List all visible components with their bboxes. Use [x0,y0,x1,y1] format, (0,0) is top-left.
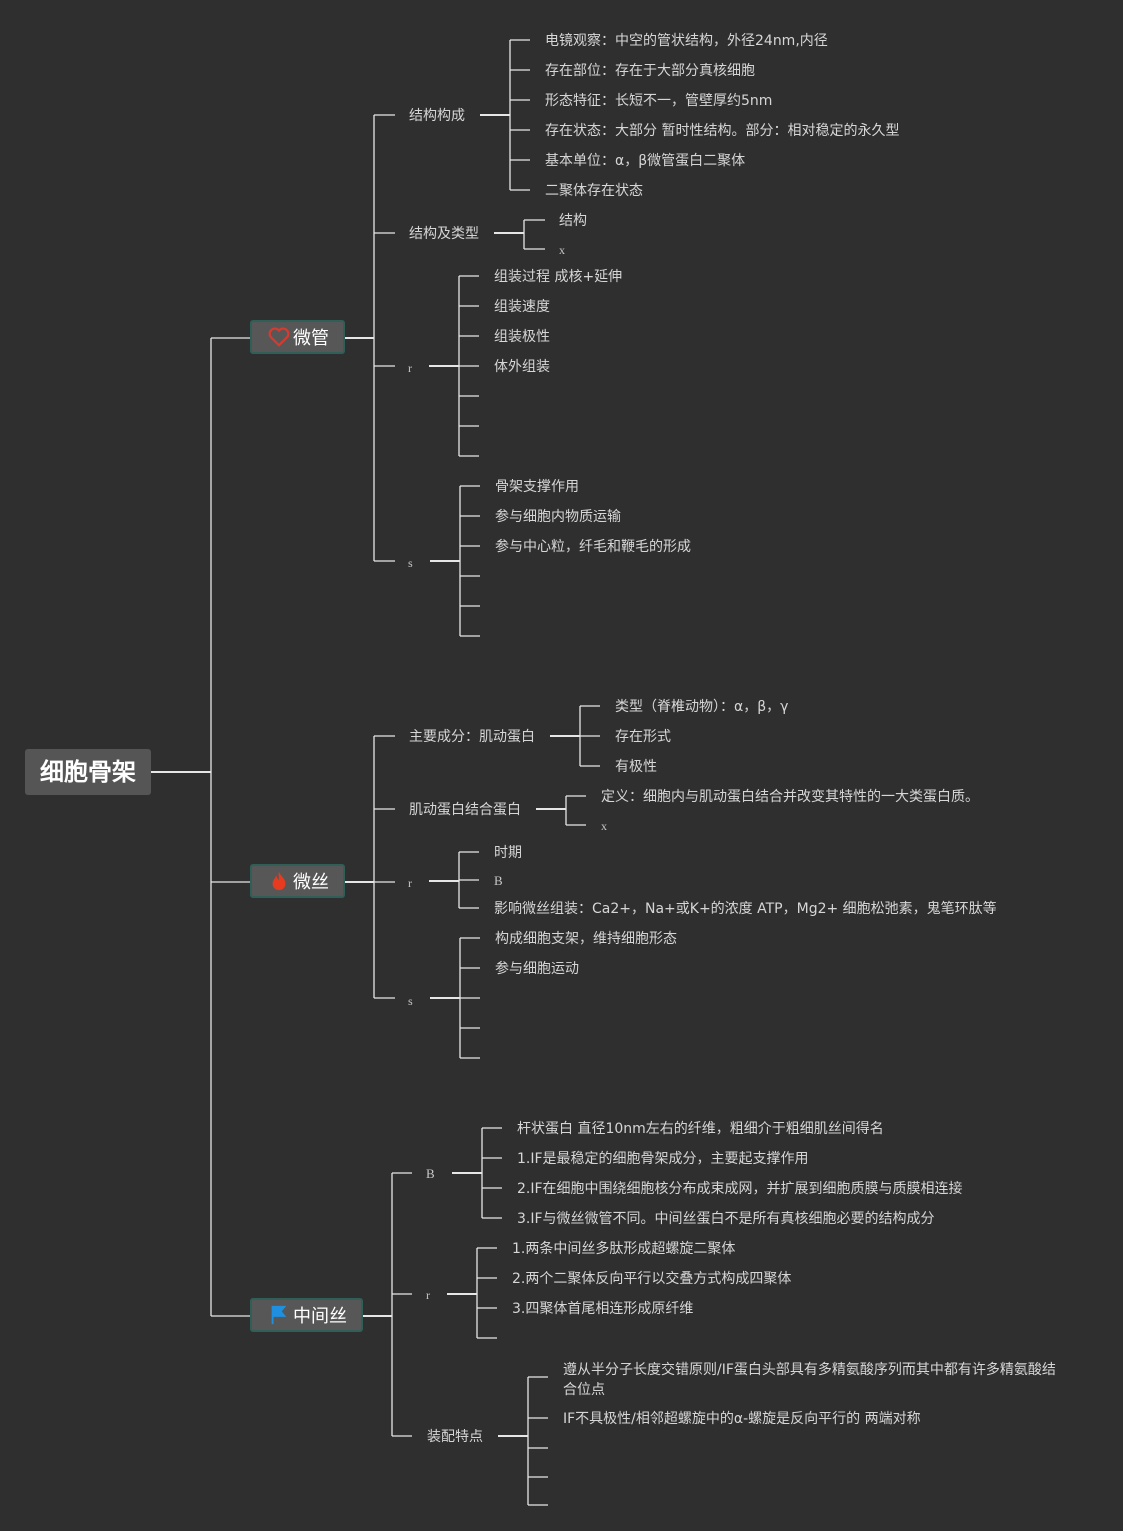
leaf[interactable]: 二聚体存在状态 [545,183,643,199]
branch-r[interactable]: r [426,1288,430,1302]
branch-binding-protein[interactable]: 肌动蛋白结合蛋白 [409,802,521,818]
leaf[interactable]: 遵从半分子长度交错原则/IF蛋白头部具有多精氨酸序列而其中都有许多精氨酸结合位点 [563,1362,1056,1398]
leaf[interactable]: 结构 [559,213,587,229]
leaf[interactable]: B [494,873,503,888]
heart-icon [268,327,290,347]
leaf[interactable]: 体外组装 [494,359,550,375]
leaf[interactable]: IF不具极性/相邻超螺旋中的α-螺旋是反向平行的 两端对称 [563,1411,921,1427]
fire-icon [272,871,286,891]
leaf[interactable]: x [559,243,565,257]
leaf[interactable]: 基本单位：α，β微管蛋白二聚体 [545,153,746,169]
branch-r[interactable]: r [408,876,412,890]
leaf[interactable]: 参与细胞运动 [495,961,579,977]
leaf[interactable]: 时期 [494,845,522,861]
leaf[interactable]: 杆状蛋白 直径10nm左右的纤维，粗细介于粗细肌丝间得名 [517,1121,884,1137]
branch-b[interactable]: B [426,1166,435,1181]
leaf[interactable]: x [601,819,607,833]
branch-r[interactable]: r [408,361,412,375]
branch-types[interactable]: 结构及类型 [409,226,479,242]
node-microtubule-label: 微管 [293,328,329,349]
branch-structure[interactable]: 结构构成 [409,108,465,124]
node-intermediate-label: 中间丝 [293,1306,347,1327]
flag-icon [271,1305,287,1325]
leaf[interactable]: 参与细胞内物质运输 [495,509,621,525]
leaf[interactable]: 存在部位：存在于大部分真核细胞 [545,63,755,79]
branch-main-component[interactable]: 主要成分：肌动蛋白 [409,729,535,745]
leaf[interactable]: 1.IF是最稳定的细胞骨架成分，主要起支撑作用 [517,1151,809,1167]
leaf[interactable]: 定义：细胞内与肌动蛋白结合并改变其特性的一大类蛋白质。 [601,789,979,805]
leaf[interactable]: 骨架支撑作用 [495,479,579,495]
leaf[interactable]: 电镜观察：中空的管状结构，外径24nm,内径 [545,33,828,49]
root-node[interactable]: 细胞骨架 [25,749,151,795]
leaf[interactable]: 存在状态：大部分 暂时性结构。部分：相对稳定的永久型 [545,123,900,139]
leaf[interactable]: 组装速度 [494,299,550,315]
leaf[interactable]: 影响微丝组装：Ca2+，Na+或K+的浓度 ATP，Mg2+ 细胞松弛素，鬼笔环… [494,901,997,917]
leaf[interactable]: 构成细胞支架，维持细胞形态 [495,931,677,947]
leaf[interactable]: 3.四聚体首尾相连形成原纤维 [512,1301,694,1317]
branch-assembly[interactable]: 装配特点 [427,1429,483,1445]
leaf[interactable]: 类型（脊椎动物）：α，β，γ [615,699,789,715]
branch-s[interactable]: s [408,994,413,1008]
leaf[interactable]: 存在形式 [615,729,671,745]
node-microfilament[interactable]: 微丝 [250,864,345,898]
leaf[interactable]: 参与中心粒，纤毛和鞭毛的形成 [495,539,691,555]
leaf[interactable]: 1.两条中间丝多肽形成超螺旋二聚体 [512,1241,736,1257]
leaf[interactable]: 2.两个二聚体反向平行以交叠方式构成四聚体 [512,1271,792,1287]
node-intermediate-filament[interactable]: 中间丝 [250,1298,363,1332]
leaf[interactable]: 2.IF在细胞中围绕细胞核分布成束成网，并扩展到细胞质膜与质膜相连接 [517,1181,963,1197]
node-microtubule[interactable]: 微管 [250,320,345,354]
branch-s[interactable]: s [408,556,413,570]
node-microfilament-label: 微丝 [293,872,329,893]
leaf[interactable]: 组装过程 成核+延伸 [494,269,623,285]
leaf[interactable]: 组装极性 [494,329,550,345]
leaf[interactable]: 形态特征：长短不一，管壁厚约5nm [545,93,773,109]
leaf[interactable]: 3.IF与微丝微管不同。中间丝蛋白不是所有真核细胞必要的结构成分 [517,1211,935,1227]
leaf[interactable]: 有极性 [615,759,657,775]
